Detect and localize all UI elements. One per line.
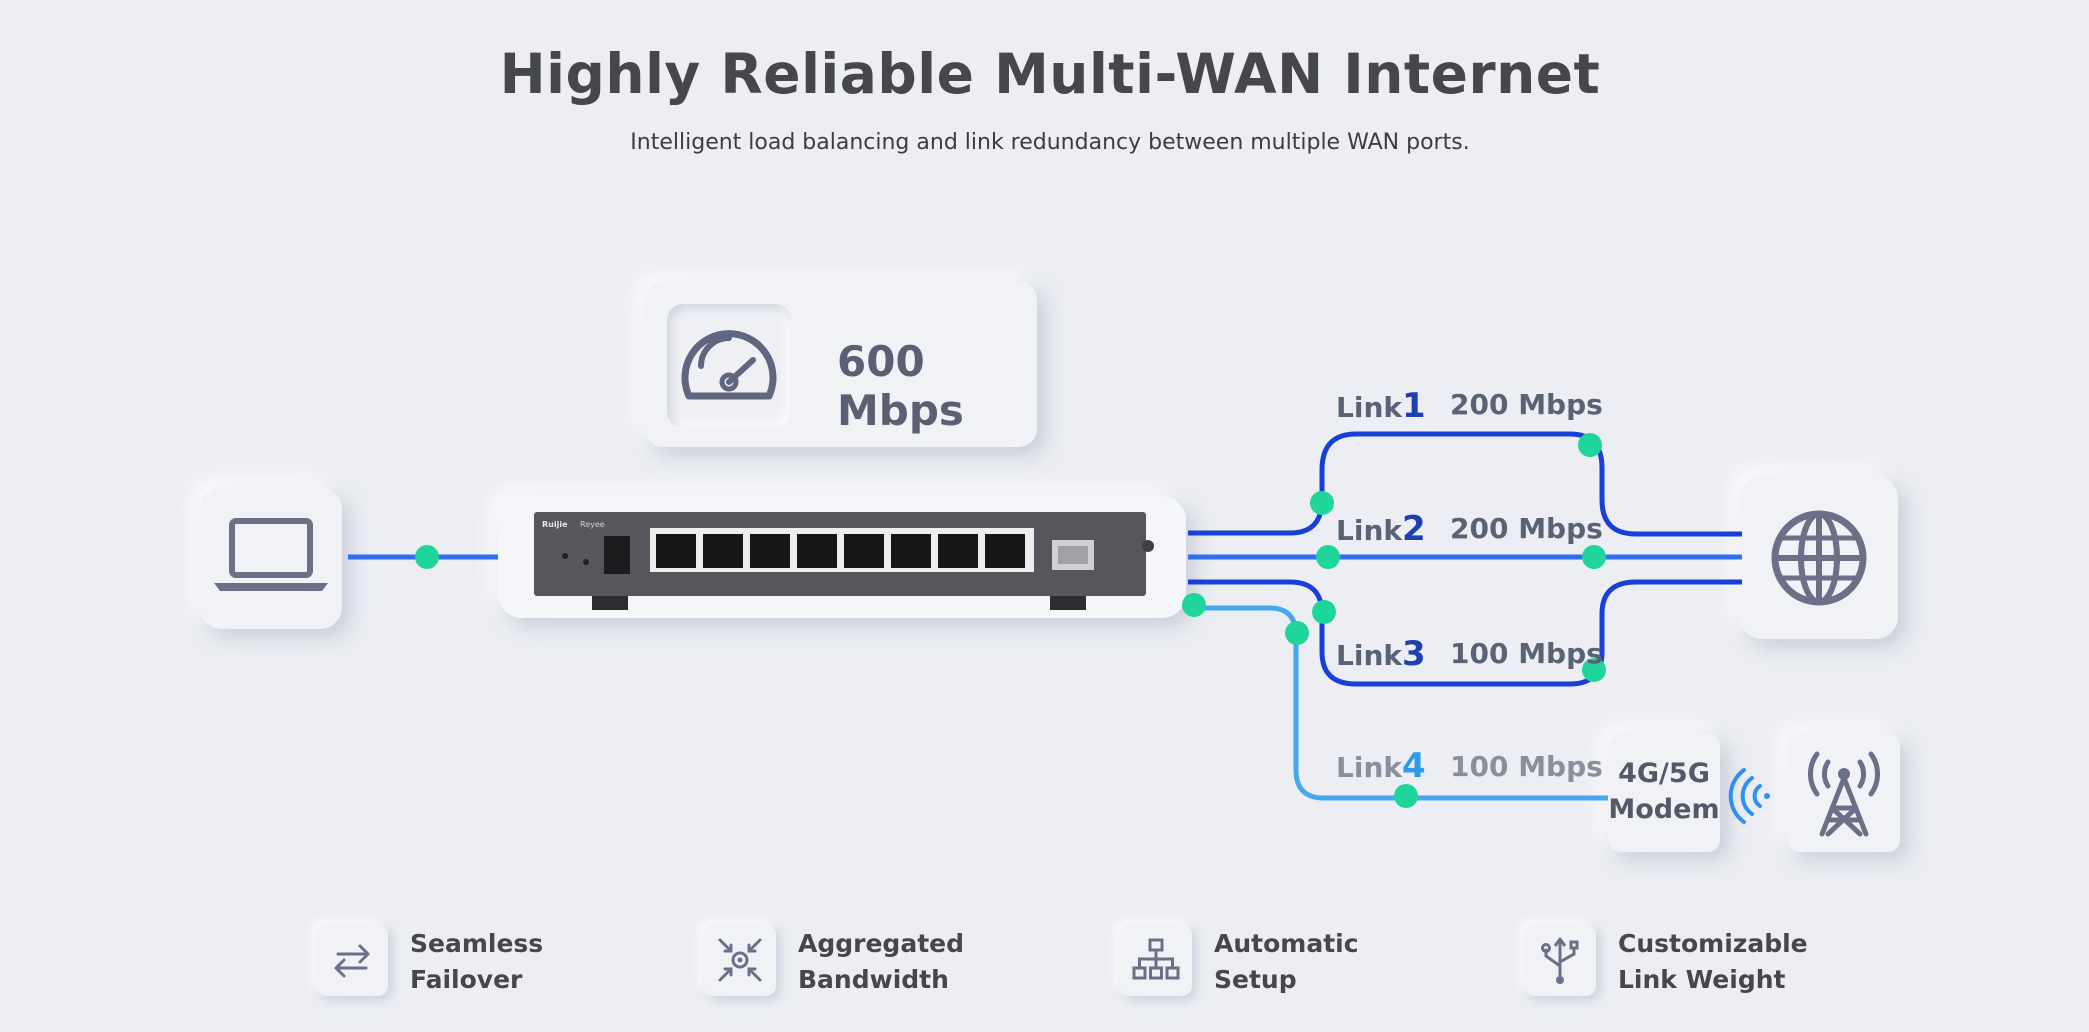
link1-number: 1 [1402, 386, 1426, 426]
link2-prefix: Link [1336, 514, 1402, 547]
node-link3-right [1582, 658, 1606, 682]
feature-label: Seamless Failover [410, 929, 544, 994]
node-link4-start [1182, 593, 1206, 617]
link4-number: 4 [1402, 746, 1426, 786]
usb-trident-icon [1524, 924, 1596, 996]
link1-label: Link1 [1336, 386, 1426, 426]
ethernet-ports [650, 528, 1034, 572]
node-link3-left [1312, 600, 1336, 624]
link3-number: 3 [1402, 634, 1426, 674]
wireless-waves-icon [1728, 768, 1770, 824]
node-laptop [415, 545, 439, 569]
speedometer-icon-box [667, 304, 791, 428]
node-link2-right [1582, 545, 1606, 569]
link1-wire [1188, 431, 1742, 537]
link3-label: Link3 [1336, 634, 1426, 674]
modem-label-line1: 4G/5G [1618, 758, 1710, 789]
link1-prefix: Link [1336, 391, 1402, 424]
link2-label: Link2 [1336, 509, 1426, 549]
cell-tower-icon [1808, 751, 1880, 837]
link4-prefix: Link [1336, 751, 1402, 784]
feature-label: Automatic Setup [1214, 929, 1359, 994]
svg-text:Reyee: Reyee [580, 520, 605, 529]
page-subtitle: Intelligent load balancing and link redu… [630, 130, 1470, 155]
node-link2-left [1316, 545, 1340, 569]
link4-rate: 100 Mbps [1450, 750, 1603, 783]
link3-wire [1188, 579, 1742, 687]
link1-rate: 200 Mbps [1450, 388, 1603, 421]
page-title: Highly Reliable Multi-WAN Internet [499, 42, 1601, 106]
feature-label: Aggregated Bandwidth [798, 929, 964, 994]
modem-label: 4G/5G Modem [1608, 756, 1720, 828]
aggregate-icon [704, 924, 776, 996]
node-link1-left [1310, 491, 1334, 515]
modem-card: 4G/5G Modem [1608, 734, 1720, 852]
node-link4-mid [1285, 621, 1309, 645]
link4-wire [1188, 605, 1608, 801]
laptop-icon [214, 518, 328, 591]
network-tree-icon [1120, 924, 1192, 996]
link4-label: Link4 [1336, 746, 1426, 786]
link2-rate: 200 Mbps [1450, 512, 1603, 545]
link3-prefix: Link [1336, 639, 1402, 672]
tower-card [1788, 734, 1900, 852]
speed-card: 600 Mbps [645, 282, 1037, 447]
feature-label: Customizable Link Weight [1618, 929, 1808, 994]
modem-label-line2: Modem [1608, 794, 1720, 825]
node-link4-bottom [1394, 784, 1418, 808]
globe-card [1740, 476, 1898, 639]
node-link1-right [1578, 433, 1602, 457]
total-speed: 600 Mbps [837, 337, 964, 435]
failover-arrows-icon [316, 924, 388, 996]
link3-rate: 100 Mbps [1450, 637, 1603, 670]
link2-number: 2 [1402, 509, 1426, 549]
laptop-card [200, 487, 342, 629]
globe-icon [1771, 510, 1867, 606]
speedometer-icon [681, 330, 777, 400]
router-device: Ruijie Reyee [534, 512, 1154, 610]
svg-text:Ruijie: Ruijie [542, 520, 568, 529]
